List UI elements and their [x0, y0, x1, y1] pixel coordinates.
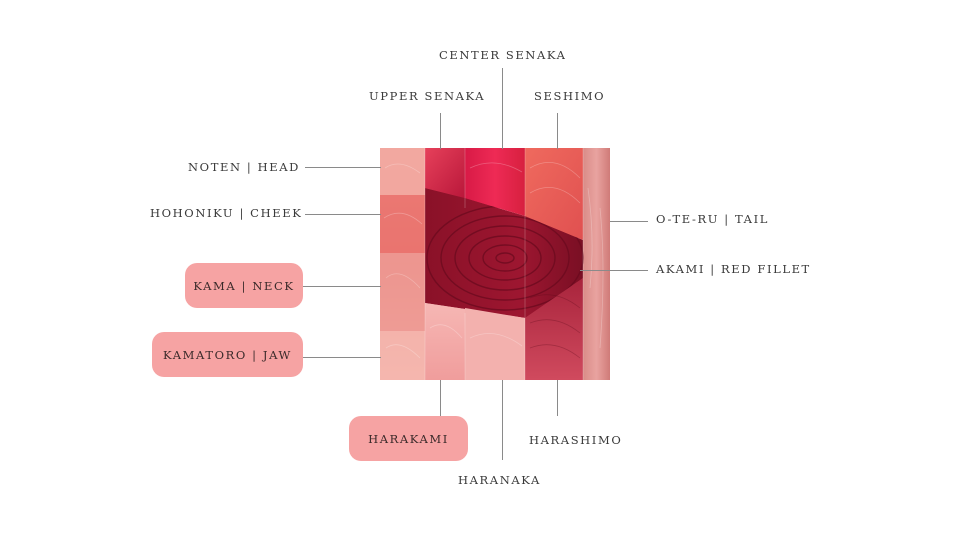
- center-senaka-label: CENTER SENAKA: [439, 48, 567, 62]
- hohoniku-cheek-label: HOHONIKU | CHEEK: [150, 206, 303, 220]
- haranaka-leader: [502, 380, 503, 460]
- kamatoro-jaw-pill[interactable]: KAMATORO | JAW: [152, 332, 303, 377]
- oteru-tail-label: O-TE-RU | TAIL: [656, 212, 769, 226]
- harakami-leader: [440, 380, 441, 416]
- noten-head-label: NOTEN | HEAD: [188, 160, 300, 174]
- kama-neck-leader: [303, 286, 381, 287]
- kamatoro-jaw-leader: [303, 357, 381, 358]
- haranaka-label: HARANAKA: [458, 473, 541, 487]
- oteru-tail-leader: [610, 221, 648, 222]
- center-senaka-leader: [502, 68, 503, 149]
- seshimo-label: SESHIMO: [534, 89, 606, 103]
- upper-senaka-leader: [440, 113, 441, 149]
- harakami-pill[interactable]: HARAKAMI: [349, 416, 468, 461]
- akami-leader: [580, 270, 648, 271]
- upper-senaka-label: UPPER SENAKA: [369, 89, 486, 103]
- hohoniku-cheek-leader: [305, 214, 381, 215]
- akami-red-fillet-label: AKAMI | RED FILLET: [656, 262, 811, 276]
- tail-section: [583, 148, 610, 380]
- harashimo-label: HARASHIMO: [529, 433, 623, 447]
- noten-head-leader: [305, 167, 381, 168]
- seshimo-leader: [557, 113, 558, 149]
- harashimo-leader: [557, 380, 558, 416]
- tuna-block-image: [380, 148, 610, 380]
- kama-neck-pill[interactable]: KAMA | NECK: [185, 263, 303, 308]
